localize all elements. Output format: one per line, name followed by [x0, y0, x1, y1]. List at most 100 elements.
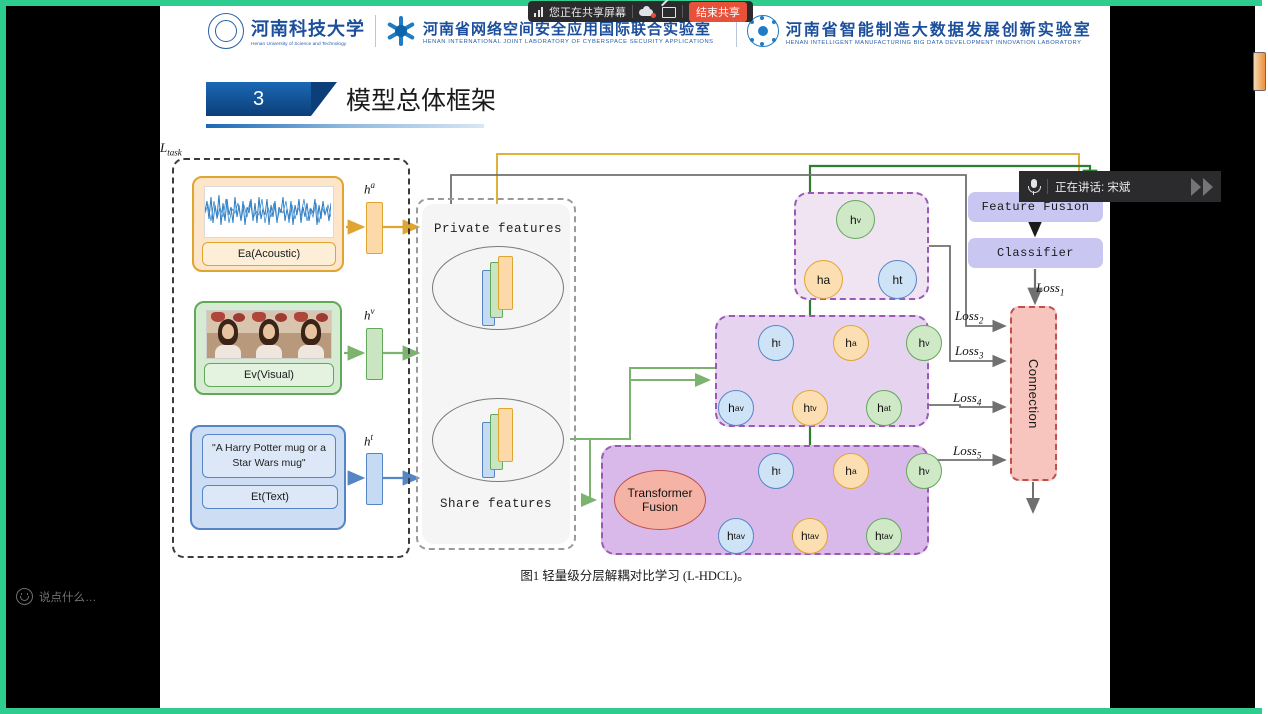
node-label: h: [726, 529, 734, 543]
node-label: h: [845, 336, 852, 350]
logo-cn-0: 河南科技大学: [251, 19, 365, 39]
loss-sub: 1: [1059, 287, 1065, 298]
node-sub: v: [925, 466, 930, 476]
connection-block: Connection: [1010, 306, 1057, 481]
speaker-chip-divider: [1047, 179, 1048, 194]
toolbar-divider-1: [632, 5, 633, 18]
loss-base: Loss: [1036, 280, 1060, 295]
double-chevron-right-icon[interactable]: [1191, 177, 1213, 196]
screen-share-toolbar[interactable]: 您正在共享屏幕 结束共享: [528, 0, 753, 22]
share-feature-stack: [482, 408, 513, 478]
screen-letterbox-right: [1110, 0, 1255, 714]
private-features-title: Private features: [434, 222, 563, 236]
acoustic-encoder-label: Ea(Acoustic): [202, 242, 336, 266]
transformer-fusion-line2: Fusion: [641, 500, 679, 514]
slide-title-row: 3 模型总体框架: [206, 82, 496, 130]
node-label: h: [918, 464, 926, 478]
logo-university: 河南科技大学 Henan University of Science and T…: [208, 13, 365, 49]
chat-input-row[interactable]: 说点什么…: [16, 588, 97, 605]
page-right-strip: [1253, 0, 1268, 714]
end-share-button[interactable]: 结束共享: [689, 1, 747, 22]
loss-base: Loss: [955, 308, 979, 323]
screen-share-off-icon[interactable]: [661, 0, 676, 18]
connection-label: Connection: [1026, 358, 1041, 429]
section-number-badge: 3: [206, 82, 337, 116]
node-sub: a: [851, 466, 857, 476]
visual-encoder-label: Ev(Visual): [204, 363, 334, 387]
title-underline: [206, 124, 484, 128]
text-quote-icon: "A Harry Potter mug or a Star Wars mug": [202, 434, 336, 478]
smiley-icon[interactable]: [16, 588, 33, 605]
node-label: h: [918, 336, 926, 350]
figure-caption: 图1 轻量级分层解耦对比学习 (L-HDCL)。: [520, 569, 750, 583]
active-speaker-chip[interactable]: 正在讲话: 宋斌: [1019, 171, 1221, 202]
transformer-fusion-line1: Transformer: [627, 486, 693, 500]
node-sub: at: [883, 403, 891, 413]
share-status-text: 您正在共享屏幕: [549, 6, 626, 19]
loss-4-label: Loss4: [953, 390, 981, 408]
loss-base: Loss: [953, 443, 977, 458]
logo-cn-2: 河南省智能制造大数据发展创新实验室: [785, 22, 1092, 39]
chat-placeholder[interactable]: 说点什么…: [39, 591, 97, 604]
page-scrollbar-thumb[interactable]: [1253, 52, 1266, 91]
loss-base: Loss: [955, 343, 979, 358]
node-label: h: [874, 529, 882, 543]
h-sup-a: a: [370, 180, 376, 190]
node-label: ha: [816, 272, 831, 287]
loss-sub: 5: [976, 450, 982, 461]
logo-en-1: HENAN INTERNATIONAL JOINT LABORATORY OF …: [423, 38, 714, 45]
video-frames-icon: [206, 310, 332, 359]
acoustic-hidden-label: ha: [364, 180, 375, 197]
logo-cn-1: 河南省网络空间安全应用国际联合实验室: [423, 21, 712, 38]
h-base-v: h: [364, 307, 371, 323]
private-features-ellipse: [432, 246, 564, 330]
cloud-record-icon[interactable]: [639, 5, 656, 18]
node-sub: v: [856, 214, 861, 225]
task-loss-label: Ltask: [160, 140, 1110, 158]
loss-sub: 2: [978, 315, 984, 326]
microphone-icon: [1027, 178, 1041, 195]
share-features-title: Share features: [440, 497, 553, 511]
toolbar-divider-2: [682, 5, 683, 18]
logo-en-0: Henan University of Science and Technolo…: [251, 41, 347, 47]
node-sub: t: [778, 466, 781, 476]
ltask-base: L: [160, 140, 168, 155]
text-hidden-bar: [366, 453, 383, 505]
ltask-sub: task: [167, 147, 182, 158]
h-sup-t: t: [370, 432, 374, 442]
loss-5-label: Loss5: [953, 443, 981, 461]
audio-waveform-icon: [204, 186, 334, 238]
logo-divider-2: [735, 15, 737, 47]
network-node-lab-icon: [746, 15, 779, 47]
visual-hidden-label: hv: [364, 306, 375, 323]
active-speaker-text: 正在讲话: 宋斌: [1055, 181, 1131, 194]
logo-bigdata-lab: 河南省智能制造大数据发展创新实验室 HENAN INTELLIGENT MANU…: [746, 15, 1094, 47]
university-seal-icon: [208, 13, 244, 49]
page-scrollbar[interactable]: [1254, 0, 1266, 714]
snowflake-lab-icon: [386, 16, 416, 46]
presentation-slide: 河南科技大学 Henan University of Science and T…: [160, 0, 1110, 714]
node-sub: a: [851, 338, 857, 348]
slide-logo-bar: 河南科技大学 Henan University of Science and T…: [208, 8, 1098, 54]
page-title: 模型总体框架: [346, 87, 497, 115]
h-sup-v: v: [370, 306, 375, 316]
features-dashed-border: [416, 198, 576, 550]
framework-figure: Ea(Acoustic) ha Ev(Visual) hv "A Harry P…: [160, 140, 1110, 580]
node-sub: t: [778, 338, 781, 348]
loss-1-label: Loss1: [1036, 280, 1064, 298]
acoustic-hidden-bar: [366, 202, 383, 254]
node-sub: av: [734, 403, 744, 413]
loss-3-label: Loss3: [955, 343, 983, 361]
h-base-a: h: [364, 181, 371, 197]
screen-letterbox-left: [0, 0, 160, 714]
